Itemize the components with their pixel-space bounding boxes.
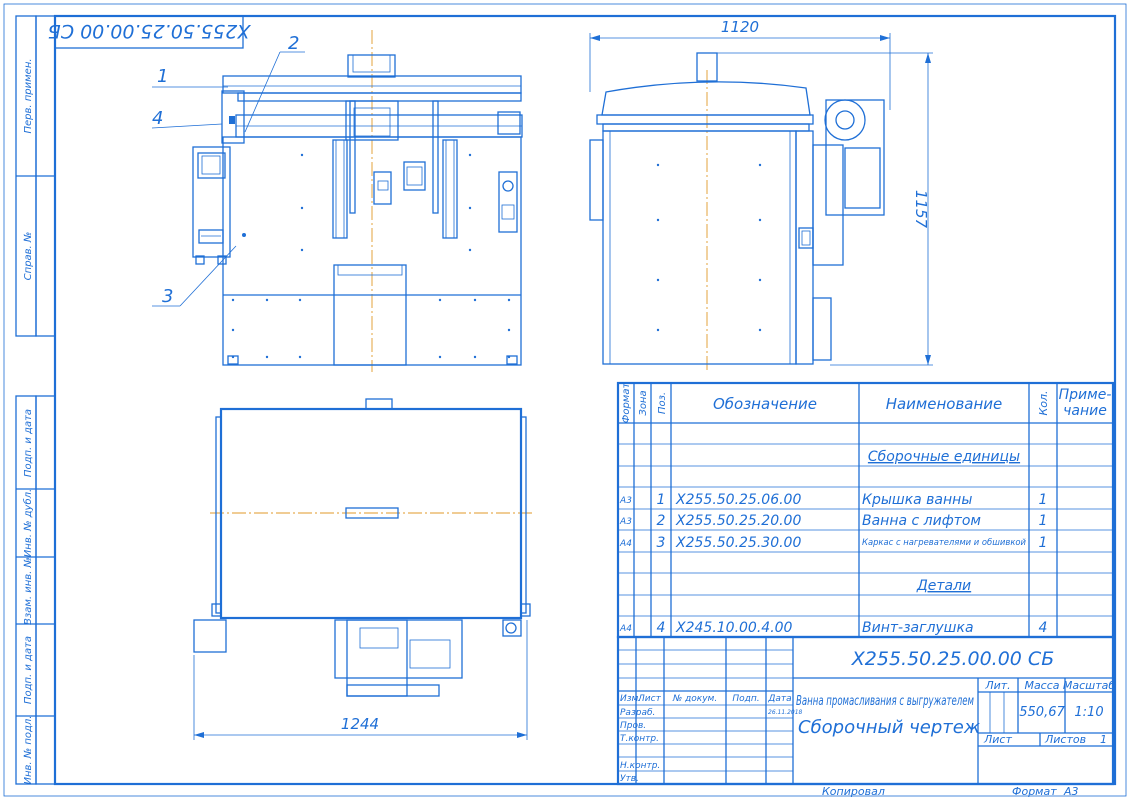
spec-section-assemblies: Сборочные единицы: [868, 449, 1020, 465]
title-sheet-label: Лист: [983, 733, 1012, 746]
side-label-first-use: Перв. примен.: [23, 58, 34, 133]
tb-col-izm: Изм.: [620, 694, 641, 704]
side-label-replace-inv: Взам. инв. №: [23, 557, 34, 625]
spec-row-name: Крышка ванны: [862, 492, 972, 508]
spec-row-pos: 3: [657, 535, 666, 551]
title-scale-label: Масштаб: [1063, 679, 1115, 692]
side-label-reference: Справ. №: [23, 232, 34, 281]
spec-header-name: Наименование: [886, 395, 1003, 413]
tb-role-checked: Пров.: [620, 721, 646, 731]
tb-col-sign: Подп.: [732, 694, 759, 704]
spec-row-qty: 1: [1039, 513, 1048, 529]
dimension-lines: [193, 33, 933, 740]
spec-row-format: A3: [619, 517, 632, 527]
spec-header-pos: Поз.: [657, 392, 668, 414]
spec-row-name: Каркас с нагревателями и обшивкой: [862, 538, 1026, 548]
spec-section-parts: Детали: [916, 578, 971, 594]
spec-header-note-2: чание: [1063, 403, 1107, 419]
callout-2: 2: [288, 33, 299, 54]
spec-table-grid: [616, 381, 1115, 639]
side-label-dup-inv: Инв. № дубл.: [22, 489, 34, 557]
tb-role-tech-control: Т.контр.: [620, 734, 659, 744]
spec-row-qty: 4: [1039, 620, 1048, 636]
spec-row-1: A3 1 X255.50.25.06.00 Крышка ванны 1: [619, 492, 1047, 508]
spec-row-designation: X255.50.25.20.00: [675, 513, 801, 529]
spec-row-designation: X255.50.25.30.00: [675, 535, 801, 551]
tb-role-norm-control: Н.контр.: [620, 761, 660, 771]
side-label-sign-date-2: Подп. и дата: [23, 636, 34, 704]
callout-1: 1: [157, 66, 168, 87]
top-view: [193, 398, 535, 697]
spec-header-format: Формат: [621, 382, 632, 424]
spec-row-pos: 2: [657, 513, 666, 529]
title-doc-type: Сборочный чертеж: [798, 717, 981, 738]
tb-date: 26.11.2018: [768, 709, 803, 716]
format-label: Формат: [1012, 785, 1057, 798]
title-scale: 1:10: [1074, 705, 1103, 720]
spec-row-format: A3: [619, 496, 632, 506]
dim-bottom-width: 1244: [341, 715, 379, 733]
spec-header-qty: Кол.: [1037, 390, 1050, 415]
spec-row-pos: 4: [657, 620, 666, 636]
format-value: A3: [1063, 785, 1079, 798]
spec-header-zone: Зона: [638, 390, 649, 415]
spec-row-format: A4: [619, 539, 632, 549]
title-sheet-count: 1: [1100, 733, 1107, 746]
spec-header-note-1: Приме-: [1059, 387, 1112, 403]
title-lit-label: Лит.: [984, 679, 1010, 692]
spec-row-4: A4 4 X245.10.00.4.00 Винт-заглушка 4: [619, 620, 1047, 636]
copied-by: Копировал: [822, 785, 885, 798]
dim-height: 1157: [912, 190, 930, 229]
title-sheets-label: Листов: [1044, 733, 1086, 746]
tb-col-list: Лист: [637, 694, 662, 704]
title-block-grid: [616, 635, 1115, 786]
dim-top-width: 1120: [721, 18, 759, 36]
side-view: [589, 52, 885, 372]
spec-row-2: A3 2 X255.50.25.20.00 Ванна с лифтом 1: [619, 513, 1047, 529]
tb-role-developed: Разраб.: [620, 708, 655, 718]
spec-row-3: A4 3 X255.50.25.30.00 Каркас с нагревате…: [619, 535, 1047, 551]
side-label-orig-inv: Инв. № подл.: [23, 716, 34, 785]
callout-leaders: [151, 51, 305, 307]
title-mass-label: Масса: [1024, 679, 1059, 692]
spec-header-designation: Обозначение: [713, 395, 817, 413]
callout-3: 3: [162, 286, 173, 307]
title-name: Ванна промасливания с выгружателем: [796, 694, 974, 709]
front-view: [221, 30, 523, 372]
spec-row-designation: X245.10.00.4.00: [675, 620, 793, 636]
control-cabinet: [192, 146, 231, 265]
spec-row-designation: X255.50.25.06.00: [675, 492, 801, 508]
spec-row-qty: 1: [1039, 535, 1048, 551]
spec-row-qty: 1: [1039, 492, 1048, 508]
mirrored-designation: X255.50.25.00.00 СБ: [48, 20, 252, 42]
callout-4: 4: [152, 108, 163, 129]
spec-row-format: A4: [619, 624, 632, 634]
tb-col-date: Дата: [767, 694, 791, 704]
spec-row-name: Ванна с лифтом: [862, 513, 981, 529]
title-designation: X255.50.25.00.00 СБ: [851, 648, 1055, 670]
side-strip: [15, 15, 56, 785]
spec-row-name: Винт-заглушка: [862, 620, 974, 636]
tb-role-approved: Утв.: [620, 774, 639, 784]
title-mass: 550,67: [1019, 705, 1065, 720]
tb-col-docnum: № докум.: [672, 694, 717, 704]
side-label-sign-date-1: Подп. и дата: [23, 409, 34, 477]
spec-row-pos: 1: [657, 492, 666, 508]
